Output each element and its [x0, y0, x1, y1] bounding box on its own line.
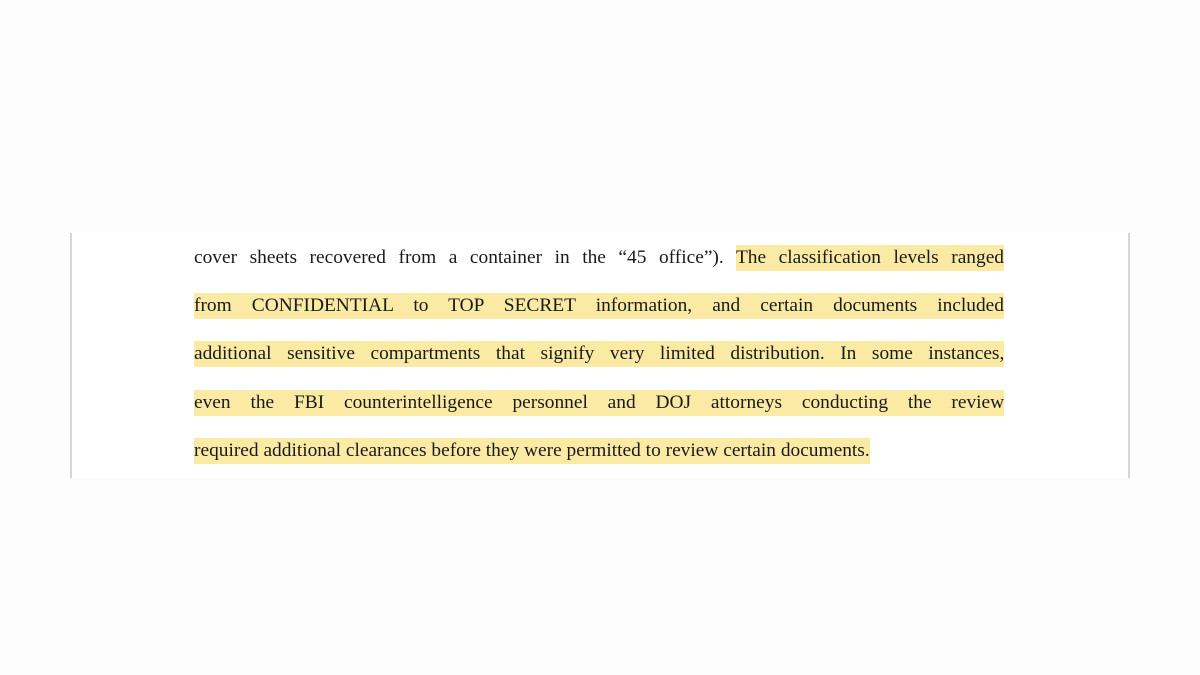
text-line-5: required additional clearances before th…: [194, 431, 1004, 479]
text-line-1: cover sheets recovered from a container …: [194, 238, 1004, 286]
plain-text: cover sheets recovered from a container …: [194, 247, 736, 268]
text-line-2: from CONFIDENTIAL to TOP SECRET informat…: [194, 286, 1004, 334]
text-line-4: even the FBI counterintelligence personn…: [194, 383, 1005, 431]
highlighted-text: from CONFIDENTIAL to TOP SECRET informat…: [194, 293, 1004, 320]
text-line-3: additional sensitive compartments that s…: [194, 334, 1005, 382]
highlighted-text: even the FBI counterintelligence personn…: [194, 389, 1005, 416]
highlighted-text: required additional clearances before th…: [194, 437, 870, 464]
highlighted-text: The classification levels ranged: [735, 245, 1004, 271]
highlighted-text: additional sensitive compartments that s…: [194, 341, 1005, 368]
document-paragraph: cover sheets recovered from a container …: [194, 238, 1005, 479]
